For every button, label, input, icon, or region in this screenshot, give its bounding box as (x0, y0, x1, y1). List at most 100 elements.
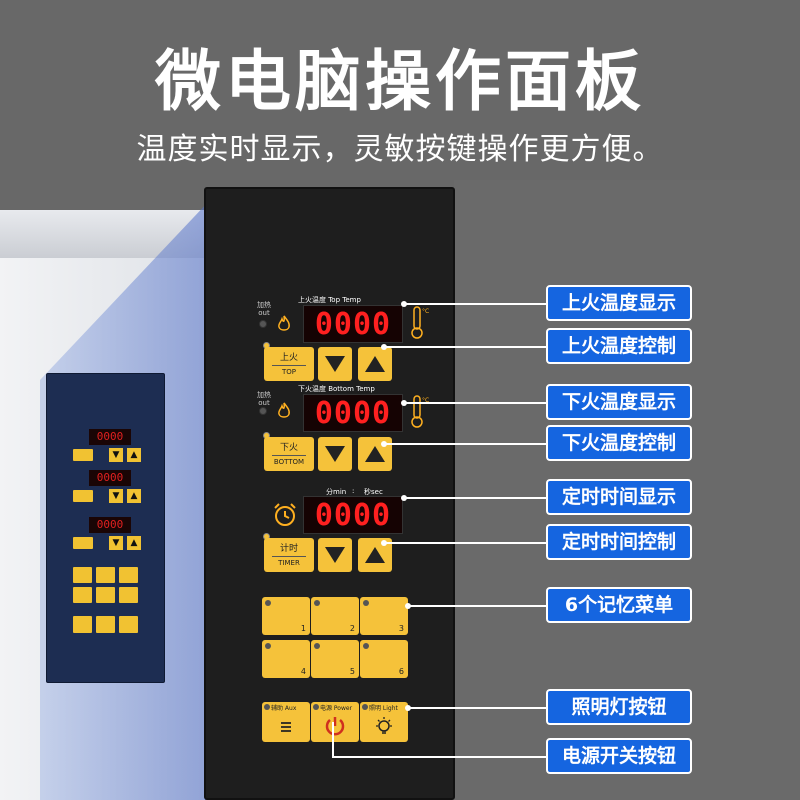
callout-bottom-temp-display: 下火温度显示 (546, 384, 692, 420)
callout-line (332, 722, 334, 758)
timer-button[interactable]: 计时 TIMER (264, 538, 314, 572)
top-temp-down-button[interactable] (318, 347, 352, 381)
callout-timer-control: 定时时间控制 (546, 524, 692, 560)
callout-timer-display: 定时时间显示 (546, 479, 692, 515)
light-bulb-icon (376, 717, 392, 734)
chevron-down-icon (325, 356, 345, 372)
bottom-temp-label: 下火温度 Bottom Temp (298, 385, 375, 393)
mini-top-down-arrow: ▼ (109, 448, 123, 462)
chevron-up-icon (365, 356, 385, 372)
mini-memory-button (96, 587, 115, 603)
flame-icon (276, 402, 292, 420)
memory-button-5[interactable]: 5 (311, 640, 359, 678)
mini-timer-down-arrow: ▼ (109, 536, 123, 550)
memory-button-2[interactable]: 2 (311, 597, 359, 635)
callout-top-temp-control: 上火温度控制 (546, 328, 692, 364)
callout-line (384, 542, 546, 544)
chevron-up-icon (365, 547, 385, 563)
mini-memory-button (119, 567, 138, 583)
timer-down-button[interactable] (318, 538, 352, 572)
top-fire-button[interactable]: 上火 TOP (264, 347, 314, 381)
mini-bottom-down-arrow: ▼ (109, 489, 123, 503)
memory-button-1[interactable]: 1 (262, 597, 310, 635)
memory-indicator (363, 600, 369, 606)
mini-timer-button (73, 537, 93, 549)
memory-indicator (363, 643, 369, 649)
chevron-down-icon (325, 446, 345, 462)
alarm-clock-icon (272, 502, 298, 528)
svg-text:°C: °C (422, 308, 429, 315)
mini-top-button (73, 449, 93, 461)
thermometer-icon: °C (410, 394, 429, 428)
mini-timer-display: 0000 (89, 517, 131, 533)
memory-button-6[interactable]: 6 (360, 640, 408, 678)
bottom-temp-down-button[interactable] (318, 437, 352, 471)
callout-line (332, 756, 546, 758)
mini-light-button (119, 616, 138, 633)
memory-number: 1 (300, 624, 306, 633)
mini-timer-up-arrow: ▲ (127, 536, 141, 550)
callout-line (384, 443, 546, 445)
bottom-button-cn-label: 下火 (279, 443, 298, 453)
callout-memory-menu: 6个记忆菜单 (546, 587, 692, 623)
mini-power-button (96, 616, 115, 633)
mini-top-up-arrow: ▲ (127, 448, 141, 462)
mini-bottom-display: 0000 (89, 470, 131, 486)
light-indicator (362, 704, 368, 710)
bottom-heat-indicator (259, 407, 267, 415)
memory-number: 6 (398, 667, 404, 676)
light-button[interactable]: 照明 Light (360, 702, 408, 742)
bottom-fire-button[interactable]: 下火 BOTTOM (264, 437, 314, 471)
mini-memory-button (73, 567, 92, 583)
mini-bottom-up-arrow: ▲ (127, 489, 141, 503)
mini-memory-button (119, 587, 138, 603)
timer-min-label: 分min (326, 488, 347, 496)
timer-button-en-label: TIMER (272, 556, 306, 568)
mini-memory-button (73, 587, 92, 603)
memory-number: 3 (398, 624, 404, 633)
page-subtitle: 温度实时显示，灵敏按键操作更方便。 (136, 132, 664, 167)
flame-icon (276, 315, 292, 333)
memory-number: 2 (349, 624, 355, 633)
bottom-button-en-label: BOTTOM (272, 455, 306, 467)
power-icon (325, 717, 345, 736)
menu-icon (281, 722, 291, 732)
top-temp-label: 上火温度 Top Temp (298, 296, 361, 304)
memory-indicator (314, 600, 320, 606)
callout-top-temp-display: 上火温度显示 (546, 285, 692, 321)
mini-top-display: 0000 (89, 429, 131, 445)
page-title: 微电脑操作面板 (155, 43, 645, 120)
memory-indicator (265, 643, 271, 649)
memory-button-4[interactable]: 4 (262, 640, 310, 678)
callout-bottom-temp-control: 下火温度控制 (546, 425, 692, 461)
timer-separator-label: : (352, 487, 355, 495)
power-label: 电源 Power (320, 705, 353, 712)
callout-line (404, 303, 546, 305)
callout-line (408, 605, 546, 607)
callout-light-button: 照明灯按钮 (546, 689, 692, 725)
power-indicator (313, 704, 319, 710)
top-button-en-label: TOP (272, 365, 306, 377)
mini-control-panel: 0000 ▼ ▲ 0000 ▼ ▲ 0000 ▼ ▲ (46, 373, 165, 683)
memory-indicator (265, 600, 271, 606)
memory-button-3[interactable]: 3 (360, 597, 408, 635)
mini-aux-button (73, 616, 92, 633)
callout-line (384, 346, 546, 348)
aux-button[interactable]: 辅助 Aux (262, 702, 310, 742)
mini-bottom-button (73, 490, 93, 502)
thermometer-icon: °C (410, 305, 429, 339)
header-background (0, 0, 800, 210)
chevron-up-icon (365, 446, 385, 462)
timer-button-cn-label: 计时 (279, 544, 298, 554)
light-label: 照明 Light (369, 705, 398, 712)
power-button[interactable]: 电源 Power (311, 702, 359, 742)
top-temp-display: 0000 (303, 305, 403, 343)
callout-line (404, 497, 546, 499)
svg-text:°C: °C (422, 397, 429, 404)
top-temp-up-button[interactable] (358, 347, 392, 381)
callout-line (408, 707, 546, 709)
timer-display: 0000 (303, 496, 403, 534)
